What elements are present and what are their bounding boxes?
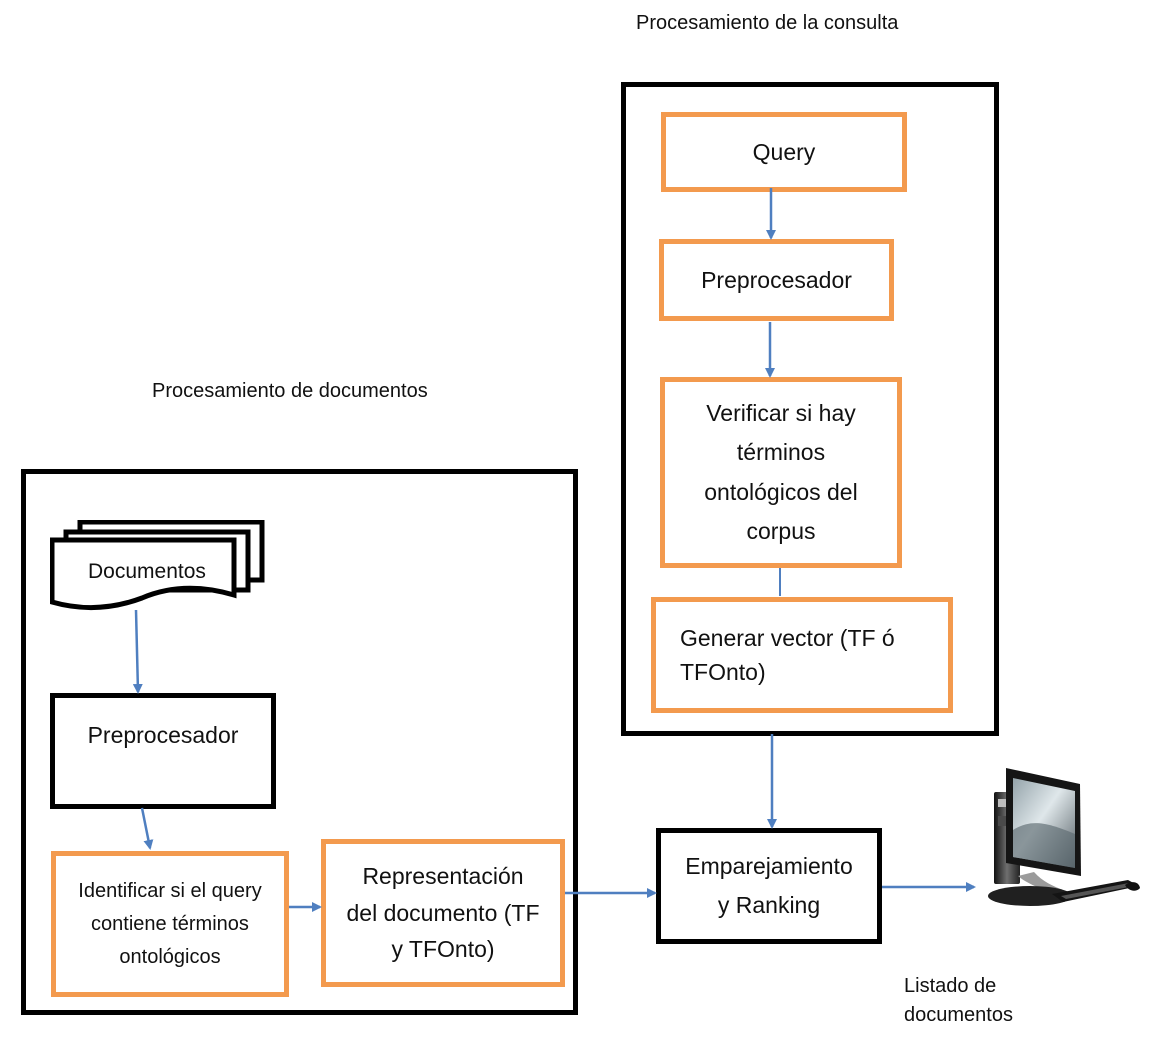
query-preprocessor-label: Preprocesador xyxy=(701,266,852,293)
document-representation-label: Representación del documento (TF y TFOnt… xyxy=(346,862,540,963)
desktop-computer-icon xyxy=(988,768,1140,906)
verify-ontology-terms-box: Verificar si hay términos ontológicos de… xyxy=(660,377,902,568)
identify-query-terms-label: Identificar si el query contiene término… xyxy=(78,879,262,968)
matching-ranking-box: Emparejamiento y Ranking xyxy=(656,828,882,944)
document-section-title: Procesamiento de documentos xyxy=(152,380,428,402)
query-box-label: Query xyxy=(752,138,816,165)
document-preprocessor-box: Preprocesador xyxy=(50,693,276,809)
query-box: Query xyxy=(661,112,907,192)
document-representation-box: Representación del documento (TF y TFOnt… xyxy=(321,839,565,987)
query-processing-group xyxy=(621,82,999,736)
generate-vector-label: Generar vector (TF ó TFOnto) xyxy=(680,624,895,686)
document-stack-icon xyxy=(49,519,265,611)
verify-ontology-terms-label: Verificar si hay términos ontológicos de… xyxy=(704,400,858,544)
generate-vector-box: Generar vector (TF ó TFOnto) xyxy=(651,597,953,713)
query-section-title: Procesamiento de la consulta xyxy=(636,12,899,34)
identify-query-terms-box: Identificar si el query contiene término… xyxy=(51,851,289,997)
documents-label: Documentos xyxy=(88,560,206,583)
documents-stack: Documentos xyxy=(49,519,266,612)
matching-ranking-label: Emparejamiento y Ranking xyxy=(685,852,853,918)
document-preprocessor-label: Preprocesador xyxy=(87,722,239,748)
document-list-output-label: Listado de documentos xyxy=(904,975,1013,1026)
document-processing-group xyxy=(21,469,578,1015)
query-preprocessor-box: Preprocesador xyxy=(659,239,894,321)
